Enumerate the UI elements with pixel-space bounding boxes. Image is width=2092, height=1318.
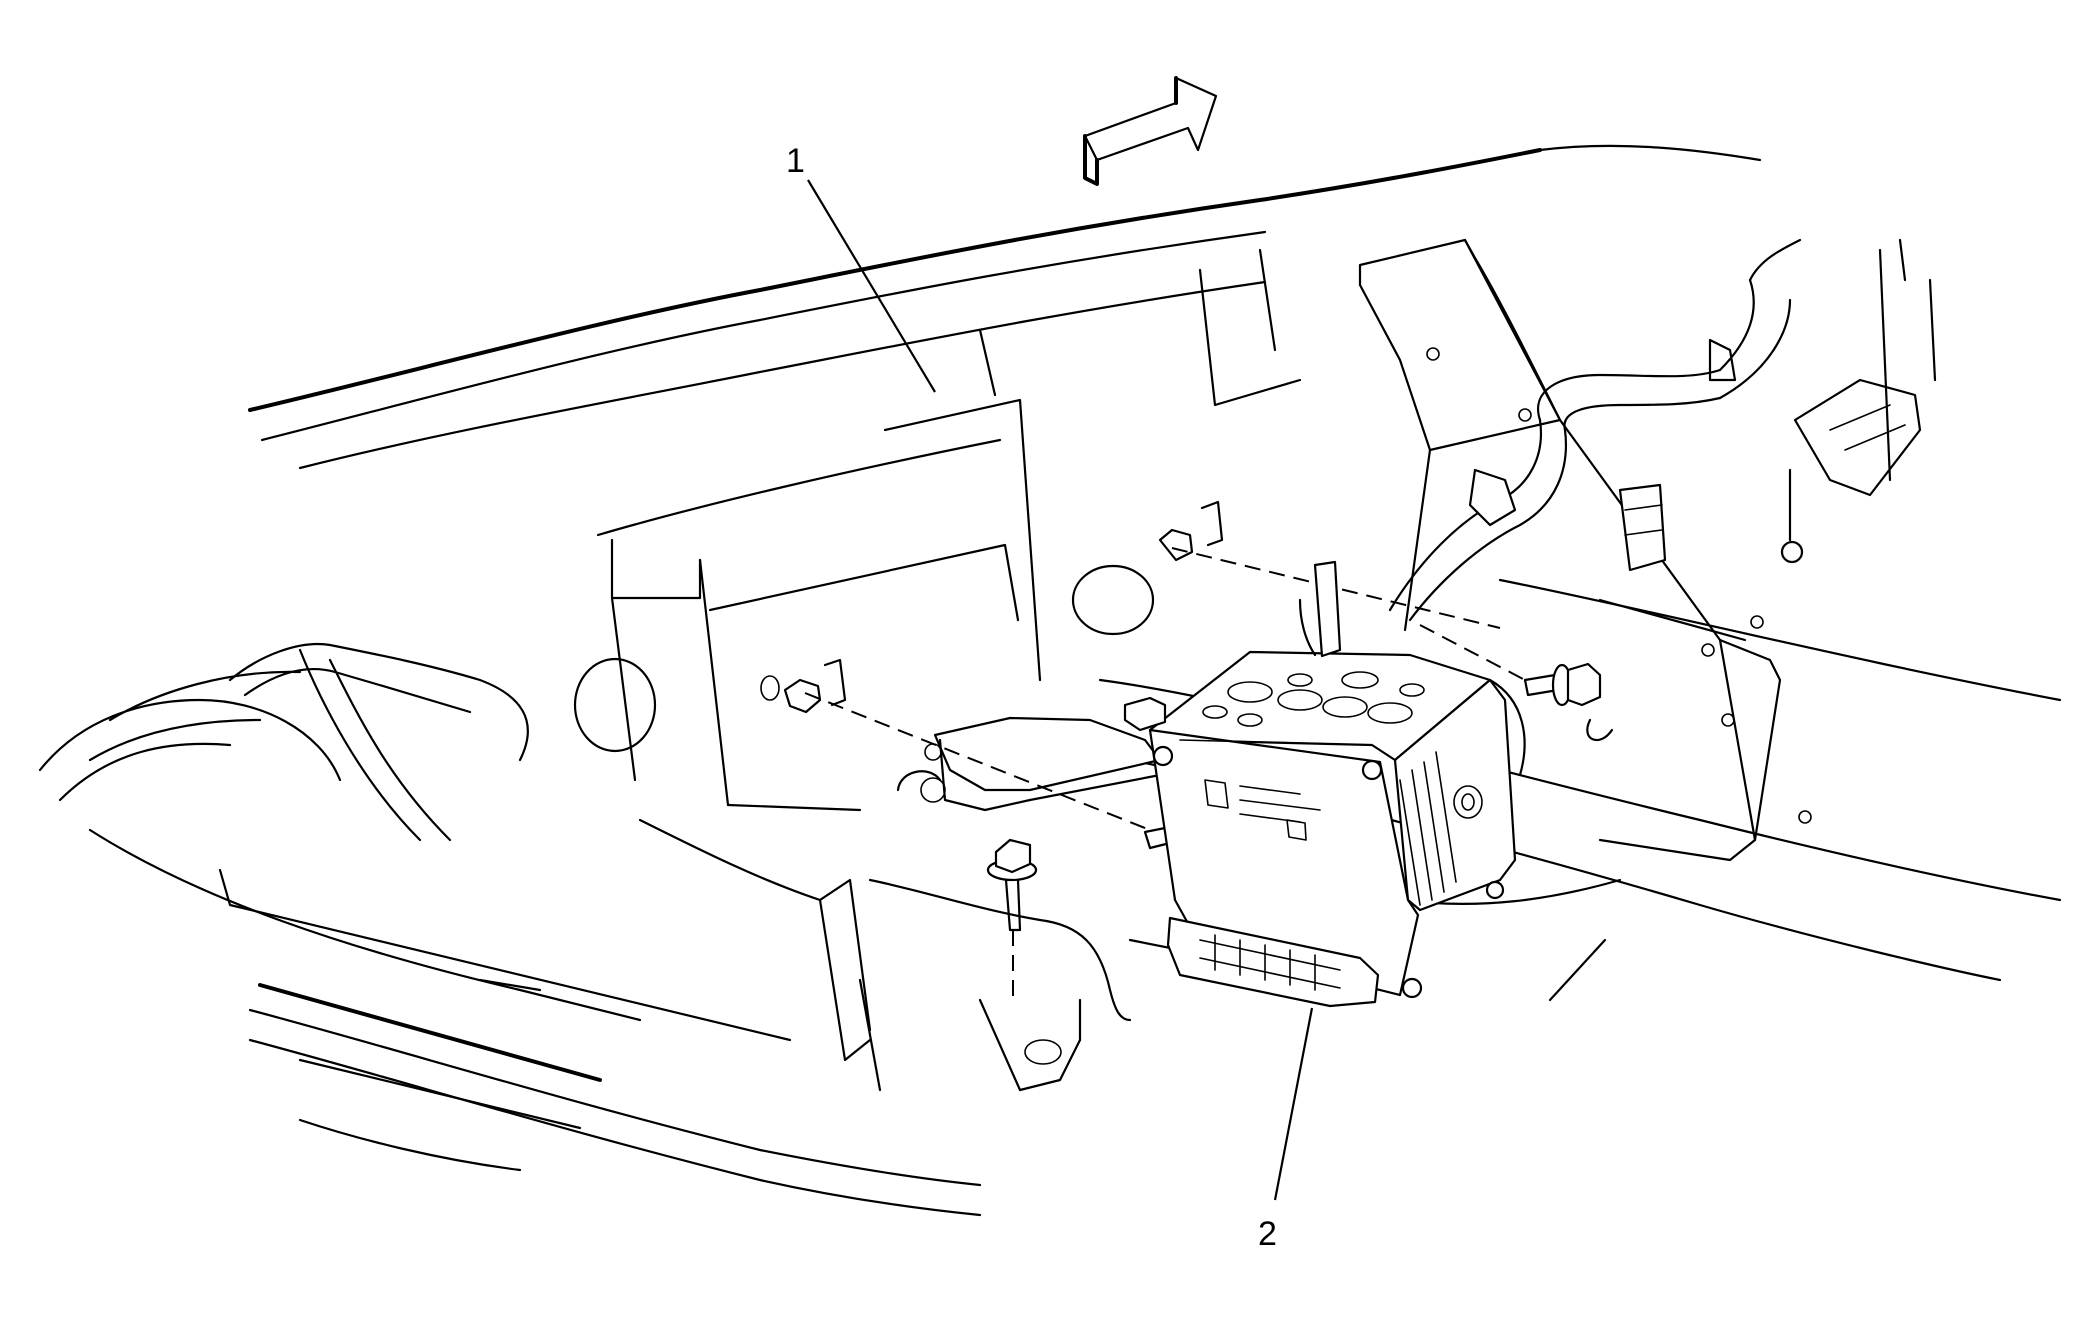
electronic-control-module: [1123, 560, 1526, 1008]
callout-2: 2: [1258, 1215, 1277, 1253]
module-mounting-bracket: [896, 716, 1162, 812]
alignment-guides: [804, 547, 1526, 831]
callout-1: 1: [786, 142, 805, 180]
bracket-slots: [783, 500, 1224, 714]
frame-rail: [248, 144, 2062, 1065]
floor-panel: [868, 878, 1622, 1092]
wiring-harness-left: [88, 643, 529, 842]
wiring-harness-right: [1388, 238, 1937, 622]
crossmember-bracket: [1358, 238, 1812, 862]
callout-2-leader: [1273, 1007, 1314, 1201]
direction-arrow-icon: [1083, 76, 1218, 186]
mounting-bolt-right: [1523, 662, 1614, 741]
callout-1-leader: [807, 179, 936, 393]
mounting-bolt-vertical: [986, 838, 1038, 1005]
left-fender-panel: [38, 698, 982, 1217]
